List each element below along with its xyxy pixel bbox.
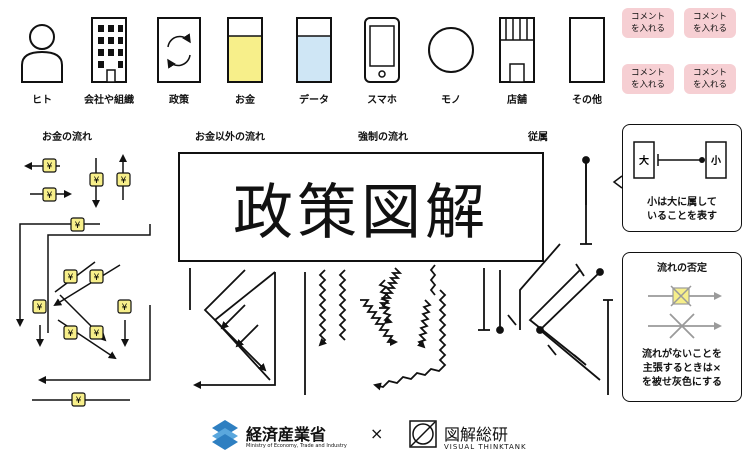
icon-label-smartphone: スマホ bbox=[367, 95, 397, 106]
negation-title: 流れの否定 bbox=[657, 263, 707, 274]
money-flow-arrows bbox=[16, 154, 151, 401]
meti-logo-icon bbox=[212, 420, 238, 450]
subordination-diagram: 大 小 bbox=[612, 141, 727, 189]
icon-label-data: データ bbox=[299, 95, 329, 106]
svg-text:¥: ¥ bbox=[47, 162, 53, 172]
meti-english: Ministry of Economy, Trade and Industry bbox=[246, 443, 347, 449]
title-box: 政策図解 bbox=[178, 152, 544, 262]
zukai-name: 図解総研 bbox=[444, 425, 509, 444]
section-title-non-money-flow: お金以外の流れ bbox=[195, 132, 265, 143]
comment-note-line2: を入れる bbox=[692, 80, 727, 90]
money-icon bbox=[227, 17, 263, 83]
negation-line1: 流れがないことを bbox=[642, 349, 722, 360]
zukai-logo-icon bbox=[409, 420, 437, 448]
comment-note-line1: コメント bbox=[630, 68, 665, 78]
negation-line2: 主張するときは× bbox=[642, 363, 722, 374]
other-icon bbox=[569, 17, 605, 83]
building-icon bbox=[91, 17, 127, 83]
svg-text:¥: ¥ bbox=[94, 329, 100, 339]
svg-text:¥: ¥ bbox=[94, 176, 100, 186]
comment-note: コメント を入れる bbox=[622, 8, 674, 38]
policy-cycle-icon bbox=[157, 17, 201, 83]
icon-label-policy: 政策 bbox=[169, 95, 189, 106]
forced-flow-arrows bbox=[318, 264, 447, 391]
svg-text:¥: ¥ bbox=[75, 221, 81, 231]
data-icon bbox=[296, 17, 332, 83]
yen-markers: ¥ ¥ ¥ ¥ ¥ ¥ ¥ ¥ ¥ ¥ ¥ ¥ bbox=[32, 158, 132, 407]
times-symbol: × bbox=[370, 424, 384, 443]
subordination-text: 小は大に属して いることを表す bbox=[626, 196, 738, 224]
icon-label-store: 店舗 bbox=[507, 95, 527, 106]
icon-row bbox=[21, 17, 605, 83]
comment-note-line2: を入れる bbox=[630, 24, 665, 34]
comment-note: コメント を入れる bbox=[622, 64, 674, 94]
comment-note-line2: を入れる bbox=[692, 24, 727, 34]
negation-diagram bbox=[648, 285, 722, 339]
comment-note: コメント を入れる bbox=[684, 64, 736, 94]
yen-marker: ¥ bbox=[89, 172, 104, 187]
comment-note-line1: コメント bbox=[630, 12, 665, 22]
yen-marker: ¥ bbox=[117, 299, 132, 314]
svg-text:¥: ¥ bbox=[122, 303, 128, 313]
yen-marker: ¥ bbox=[89, 325, 104, 340]
negation-text: 流れがないことを 主張するときは× を被せ灰色にする bbox=[626, 348, 738, 390]
icon-label-money: お金 bbox=[235, 95, 255, 106]
svg-text:¥: ¥ bbox=[37, 303, 43, 313]
small-label: 小 bbox=[710, 154, 721, 167]
icon-label-person: ヒト bbox=[32, 95, 52, 106]
subordinate-lines bbox=[478, 156, 613, 395]
section-title-money-flow: お金の流れ bbox=[42, 132, 92, 143]
subordination-line2: いることを表す bbox=[647, 211, 717, 222]
section-title-forced-flow: 強制の流れ bbox=[358, 132, 408, 143]
store-icon bbox=[499, 17, 535, 83]
yen-marker: ¥ bbox=[42, 158, 57, 173]
yen-marker: ¥ bbox=[42, 187, 57, 202]
yen-marker: ¥ bbox=[63, 325, 78, 340]
svg-text:¥: ¥ bbox=[76, 396, 82, 406]
yen-marker: ¥ bbox=[116, 172, 131, 187]
yen-marker: ¥ bbox=[70, 217, 85, 232]
svg-text:¥: ¥ bbox=[94, 273, 100, 283]
comment-note: コメント を入れる bbox=[684, 8, 736, 38]
meti-name: 経済産業省 bbox=[246, 425, 327, 444]
comment-note-line1: コメント bbox=[692, 12, 727, 22]
negation-line3: を被せ灰色にする bbox=[641, 377, 723, 388]
icon-label-other: その他 bbox=[572, 95, 602, 106]
icon-label-thing: モノ bbox=[441, 95, 461, 106]
svg-text:¥: ¥ bbox=[68, 329, 74, 339]
section-title-subordinate: 従属 bbox=[528, 132, 548, 143]
svg-text:¥: ¥ bbox=[47, 191, 53, 201]
yen-marker: ¥ bbox=[89, 269, 104, 284]
smartphone-icon bbox=[364, 17, 400, 83]
comment-note-line2: を入れる bbox=[630, 80, 665, 90]
svg-text:¥: ¥ bbox=[68, 273, 74, 283]
yen-marker: ¥ bbox=[71, 392, 86, 407]
non-money-flow-arrows bbox=[189, 268, 306, 395]
yen-marker: ¥ bbox=[32, 299, 47, 314]
thing-icon bbox=[428, 27, 474, 73]
page-title: 政策図解 bbox=[233, 177, 489, 248]
yen-marker: ¥ bbox=[63, 269, 78, 284]
subordination-line1: 小は大に属して bbox=[647, 197, 717, 208]
svg-text:¥: ¥ bbox=[121, 176, 127, 186]
comment-note-line1: コメント bbox=[692, 68, 727, 78]
big-label: 大 bbox=[639, 154, 649, 167]
icon-label-building: 会社や組織 bbox=[84, 95, 134, 106]
zukai-english: VISUAL THINKTANK bbox=[444, 443, 527, 451]
person-icon bbox=[21, 24, 63, 83]
